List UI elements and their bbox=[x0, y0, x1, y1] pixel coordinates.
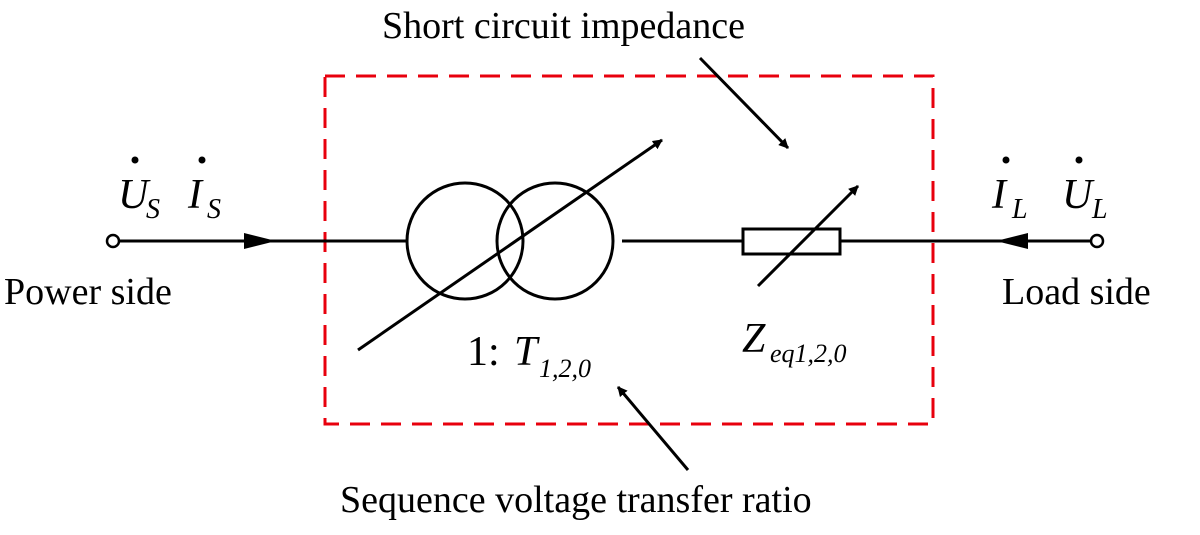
impedance-resistor bbox=[741, 227, 842, 256]
load-voltage-symbol: U bbox=[1062, 172, 1095, 218]
impedance-symbol: Z bbox=[742, 316, 766, 362]
power-side-terminal bbox=[105, 233, 121, 249]
sequence-voltage-transfer-ratio-label: Sequence voltage transfer ratio bbox=[340, 479, 812, 521]
load-current-arrow-icon bbox=[996, 233, 1028, 249]
load-current-subscript: L bbox=[1011, 194, 1028, 225]
load-current-symbol: I bbox=[991, 172, 1008, 218]
transformer-secondary-coil bbox=[495, 181, 615, 301]
ratio-subscript: 1,2,0 bbox=[539, 354, 591, 383]
power-voltage-symbol: U bbox=[118, 172, 151, 218]
load-voltage-dot bbox=[1075, 156, 1083, 164]
load-voltage-subscript: L bbox=[1091, 194, 1108, 225]
transformer-variable-arrow bbox=[357, 138, 663, 352]
impedance-subscript: eq1,2,0 bbox=[770, 339, 847, 368]
impedance-pointer-arrow bbox=[698, 56, 790, 150]
power-current-symbol: I bbox=[187, 172, 204, 218]
dashed-boundary-box bbox=[323, 74, 935, 426]
impedance-variable-arrow bbox=[756, 184, 860, 288]
power-side-label: Power side bbox=[4, 271, 172, 313]
transformer-primary-coil bbox=[405, 181, 525, 301]
power-voltage-subscript: S bbox=[146, 194, 160, 225]
power-current-dot bbox=[198, 156, 206, 164]
short-circuit-impedance-label: Short circuit impedance bbox=[382, 5, 745, 47]
ratio-symbol: T bbox=[514, 329, 540, 375]
load-side-terminal bbox=[1089, 233, 1105, 249]
load-side-label: Load side bbox=[1002, 271, 1151, 313]
power-current-arrow-icon bbox=[244, 233, 276, 249]
ratio-prefix: 1: bbox=[467, 329, 500, 375]
load-current-dot bbox=[1002, 156, 1010, 164]
power-current-subscript: S bbox=[207, 194, 221, 225]
ratio-pointer-arrow bbox=[616, 386, 690, 471]
power-voltage-dot bbox=[131, 156, 139, 164]
